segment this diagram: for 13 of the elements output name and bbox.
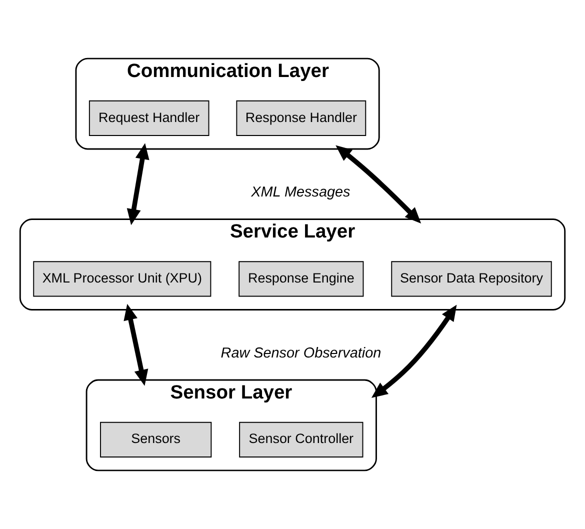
arrow [336,145,422,224]
arrow [126,143,150,226]
node-box: XML Processor Unit (XPU) [33,261,212,297]
node-box: Sensor Controller [239,422,364,458]
node-box: Sensor Data Repository [391,261,552,297]
arrow [124,304,148,386]
node-box: Request Handler [88,100,210,136]
node-box: Sensors [100,422,212,458]
node-box: Response Handler [236,100,366,136]
label: XML Messages [251,184,350,201]
arrow [371,304,457,398]
label: Raw Sensor Observation [220,345,382,362]
node-box: Response Engine [238,261,364,297]
